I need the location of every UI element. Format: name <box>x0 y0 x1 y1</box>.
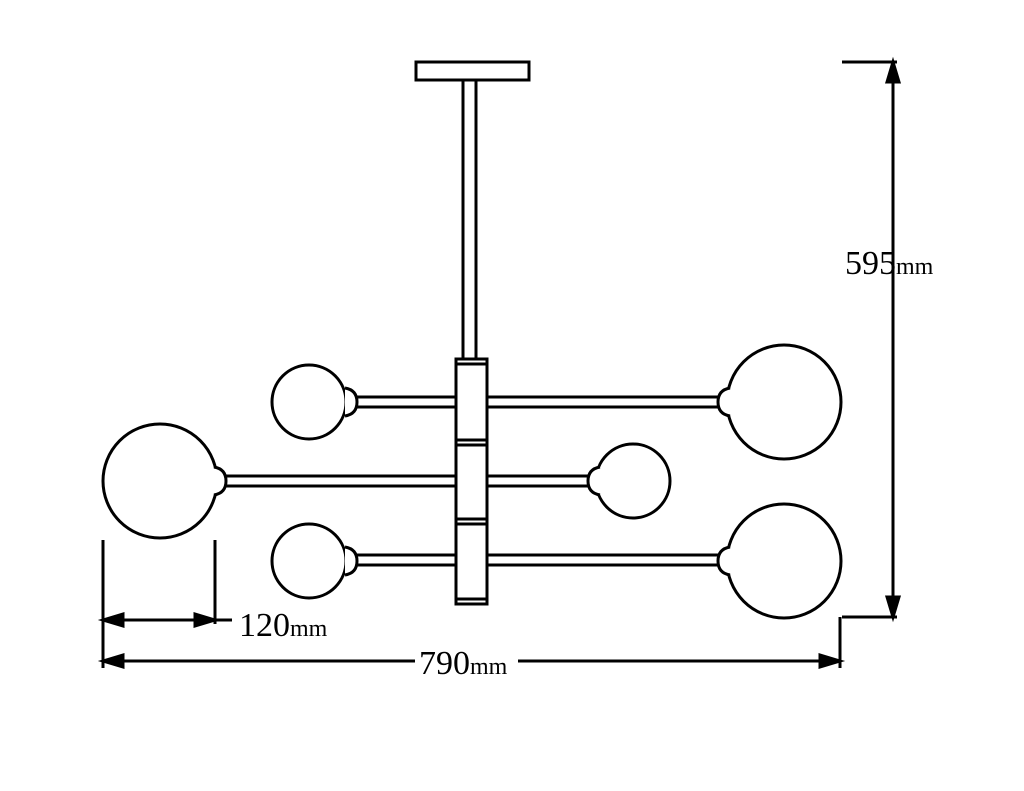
globe-top-left <box>270 363 359 441</box>
arm-top <box>353 395 722 409</box>
globe-bottom-right <box>716 502 843 620</box>
width-label: 790mm <box>419 645 508 682</box>
height-label: 595mm <box>845 245 934 282</box>
globe-top-right <box>716 343 843 461</box>
globe-bottom-left <box>270 522 359 600</box>
arm-middle <box>220 474 592 488</box>
globe-diameter-label: 120mm <box>239 607 328 644</box>
globe-middle-right <box>586 442 672 520</box>
globe-middle-left <box>101 422 228 540</box>
height-dimension-line <box>842 56 902 623</box>
central-column <box>454 357 489 606</box>
globe-diameter-dimension-line <box>97 540 232 668</box>
width-dimension-line <box>97 617 846 670</box>
arm-bottom <box>353 553 722 567</box>
ceiling-canopy <box>414 60 531 82</box>
suspension-rod <box>461 78 478 361</box>
